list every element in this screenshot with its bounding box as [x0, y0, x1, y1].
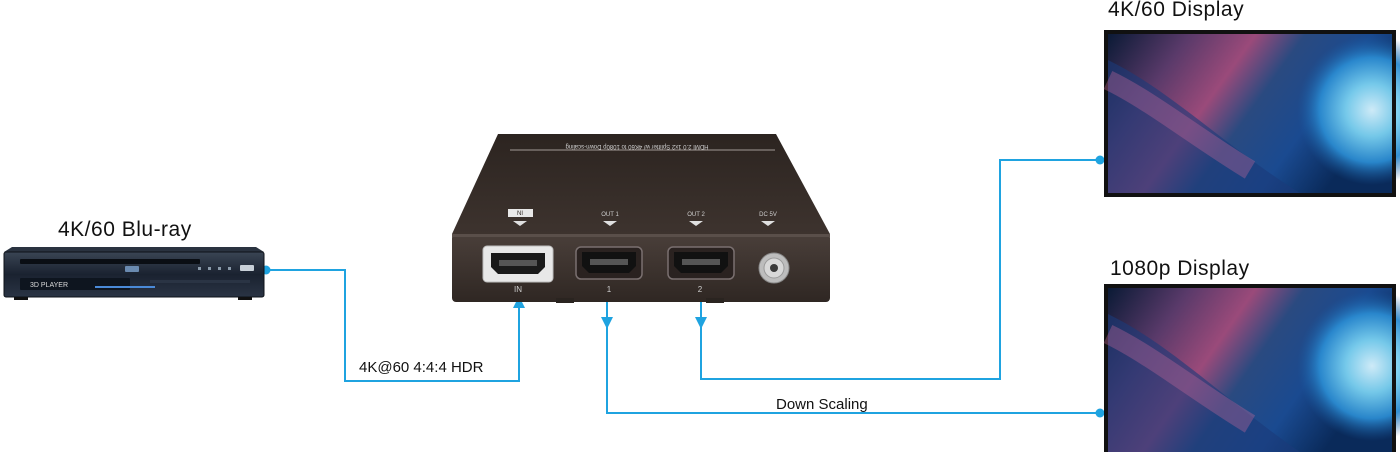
hdmi-port-icon [575, 246, 643, 280]
display-bottom-connector-dot [1095, 408, 1105, 418]
player-buttons [198, 265, 254, 271]
top-port-label-dc: DC 5V [759, 212, 777, 218]
player-display-text: 3D PLAYER [30, 282, 68, 289]
dc-power-jack-icon [758, 252, 790, 284]
downscale-signal-label: Down Scaling [776, 396, 868, 413]
flower-image [1297, 291, 1400, 441]
display-1080p: 1080p Display [1103, 257, 1400, 452]
arrow-down-icon [601, 317, 613, 329]
port-num-2: 2 [698, 285, 703, 294]
port-arrows [513, 221, 775, 226]
input-cable [264, 269, 520, 382]
top-port-label-in: IN [517, 209, 523, 215]
display-4k60: 4K/60 Display [1103, 0, 1400, 197]
out1-cable [606, 323, 1099, 414]
top-port-label-out1: OUT 1 [601, 212, 619, 218]
hdmi-splitter: HDMI 2.0 1x2 Splitter w/ 4K60 to 1080p D… [452, 134, 830, 303]
source-label: 4K/60 Blu-ray [58, 218, 192, 241]
splitter-top-face [452, 134, 830, 234]
arrow-down-icon [761, 221, 775, 226]
splitter-model-text: HDMI 2.0 1x2 Splitter w/ 4K60 to 1080p D… [565, 143, 708, 149]
disc-tray [20, 259, 200, 264]
arrow-down-icon [603, 221, 617, 226]
input-signal-label: 4K@60 4:4:4 HDR [359, 359, 484, 376]
display-bottom-label: 1080p Display [1110, 257, 1250, 280]
flower-image [1297, 35, 1400, 185]
arrow-down-icon [513, 221, 527, 226]
top-port-label-out2: OUT 2 [687, 212, 705, 218]
port-num-1: 1 [607, 285, 612, 294]
cables [264, 159, 1099, 414]
in-label-box [508, 209, 533, 217]
display-top-connector-dot [1095, 155, 1105, 165]
display-top-label: 4K/60 Display [1108, 0, 1244, 21]
out2-cable [700, 159, 1099, 380]
hdmi-port-icon [482, 245, 554, 283]
hdmi-port-icon [667, 246, 735, 280]
bluray-logo-icon [125, 266, 139, 272]
port-num-in: IN [514, 285, 522, 294]
cable-markers [261, 155, 1105, 418]
player-front [4, 252, 264, 297]
player-top [4, 247, 264, 252]
player-blue-accent [95, 286, 155, 288]
arrow-down-icon [695, 317, 707, 329]
bluray-player: 4K/60 Blu-ray 3D PLAYER [3, 218, 265, 300]
arrow-down-icon [689, 221, 703, 226]
